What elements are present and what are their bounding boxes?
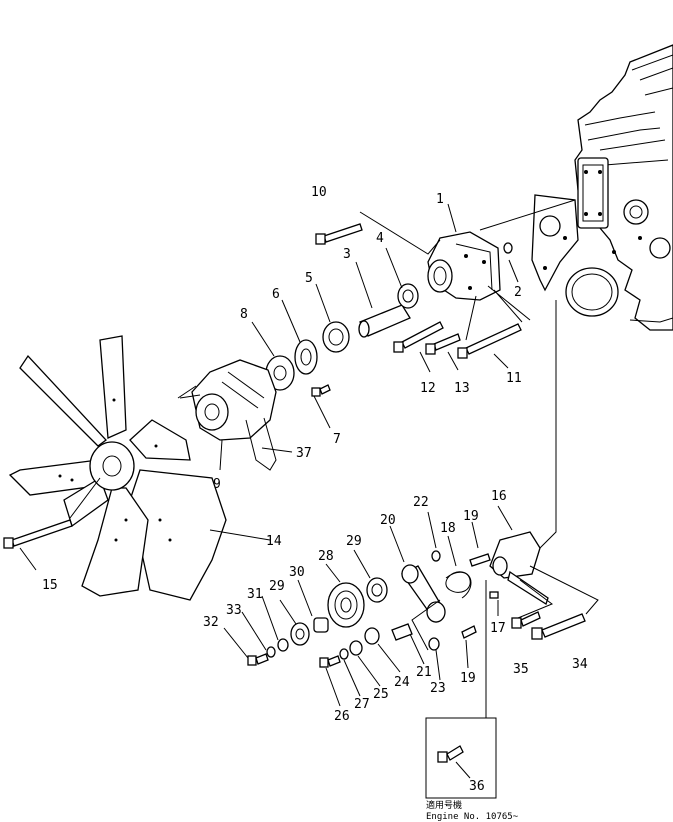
callout-35: 35	[513, 662, 529, 677]
callout-6: 6	[272, 287, 280, 302]
bolt-35	[511, 611, 541, 629]
callout-3: 3	[343, 247, 351, 262]
callout-5: 5	[305, 271, 313, 286]
spacer-30	[313, 617, 329, 633]
washer-27	[339, 648, 349, 660]
callout-8: 8	[240, 307, 248, 322]
retainer-6	[294, 339, 318, 375]
callout-20: 20	[380, 513, 396, 528]
pin-19-upper	[469, 553, 491, 567]
callout-25: 25	[373, 687, 389, 702]
hub-8	[265, 355, 295, 391]
callout-30: 30	[289, 565, 305, 580]
bracket-16	[489, 531, 549, 605]
callout-7: 7	[333, 432, 341, 447]
callout-10: 10	[311, 185, 327, 200]
washer-25	[349, 640, 363, 656]
callout-13: 13	[454, 381, 470, 396]
spring-18	[445, 571, 472, 599]
bolt-11	[457, 323, 522, 359]
callout-22: 22	[413, 495, 429, 510]
bolt-12	[393, 321, 444, 353]
bearing-5	[322, 321, 350, 353]
callout-17: 17	[490, 621, 506, 636]
bolt-34	[531, 613, 586, 640]
callout-11: 11	[506, 371, 522, 386]
callout-16: 16	[491, 489, 507, 504]
callout-1: 1	[436, 192, 444, 207]
leader-lines	[19, 199, 599, 779]
engine-serial-label: Engine No. 10765~	[426, 812, 519, 822]
bolt-36	[437, 745, 464, 763]
applicability-label: 適用号機	[426, 799, 462, 811]
bolt-13	[425, 333, 461, 355]
callout-27: 27	[354, 697, 370, 712]
callout-28: 28	[318, 549, 334, 564]
callout-19-upper: 19	[463, 509, 479, 524]
callout-24: 24	[394, 675, 410, 690]
nut-22	[431, 550, 441, 562]
callout-2: 2	[514, 285, 522, 300]
bolt-32	[247, 653, 269, 666]
callout-9: 9	[213, 477, 221, 492]
callout-18: 18	[440, 521, 456, 536]
washer-33	[266, 646, 276, 658]
callout-33: 33	[226, 603, 242, 618]
bolt-7	[311, 384, 331, 397]
callout-12: 12	[420, 381, 436, 396]
fan-bracket	[427, 231, 501, 301]
callout-36: 36	[469, 779, 485, 794]
callout-34: 34	[572, 657, 588, 672]
fan-pulley-9	[191, 359, 277, 441]
bearing-4	[397, 283, 419, 309]
washer-31	[277, 638, 289, 652]
v-belt-37	[177, 385, 277, 471]
tension-pulley-28	[327, 582, 365, 628]
callout-26: 26	[334, 709, 350, 724]
callout-37: 37	[296, 446, 312, 461]
cooling-fan	[8, 335, 227, 601]
fan-shaft	[358, 304, 411, 338]
applicability-box	[425, 717, 497, 799]
callout-31: 31	[247, 587, 263, 602]
bolt-10	[315, 223, 363, 245]
bolt-15	[3, 519, 73, 549]
callout-29-lower: 29	[269, 579, 285, 594]
adjust-bolt-21	[391, 623, 413, 641]
callout-14: 14	[266, 534, 282, 549]
arm-20	[401, 564, 446, 624]
callout-labels: 10 1 3 4 2 6 5 8 12 13 11 7 37 9 22 16 2…	[42, 185, 588, 794]
pin-17	[489, 591, 499, 599]
bolt-26	[319, 655, 341, 668]
callout-23: 23	[430, 681, 446, 696]
callout-4: 4	[376, 231, 384, 246]
callout-15: 15	[42, 578, 58, 593]
engine-block	[531, 44, 673, 331]
collar-24	[364, 627, 380, 645]
pin-19-lower	[461, 625, 477, 639]
callout-19-lower: 19	[460, 671, 476, 686]
nut-2	[503, 242, 513, 254]
bearing-29-lower	[290, 622, 310, 646]
bearing-29-upper	[366, 577, 388, 603]
callout-29-upper: 29	[346, 534, 362, 549]
callout-21: 21	[416, 665, 432, 680]
nut-23	[428, 637, 440, 651]
callout-32: 32	[203, 615, 219, 630]
